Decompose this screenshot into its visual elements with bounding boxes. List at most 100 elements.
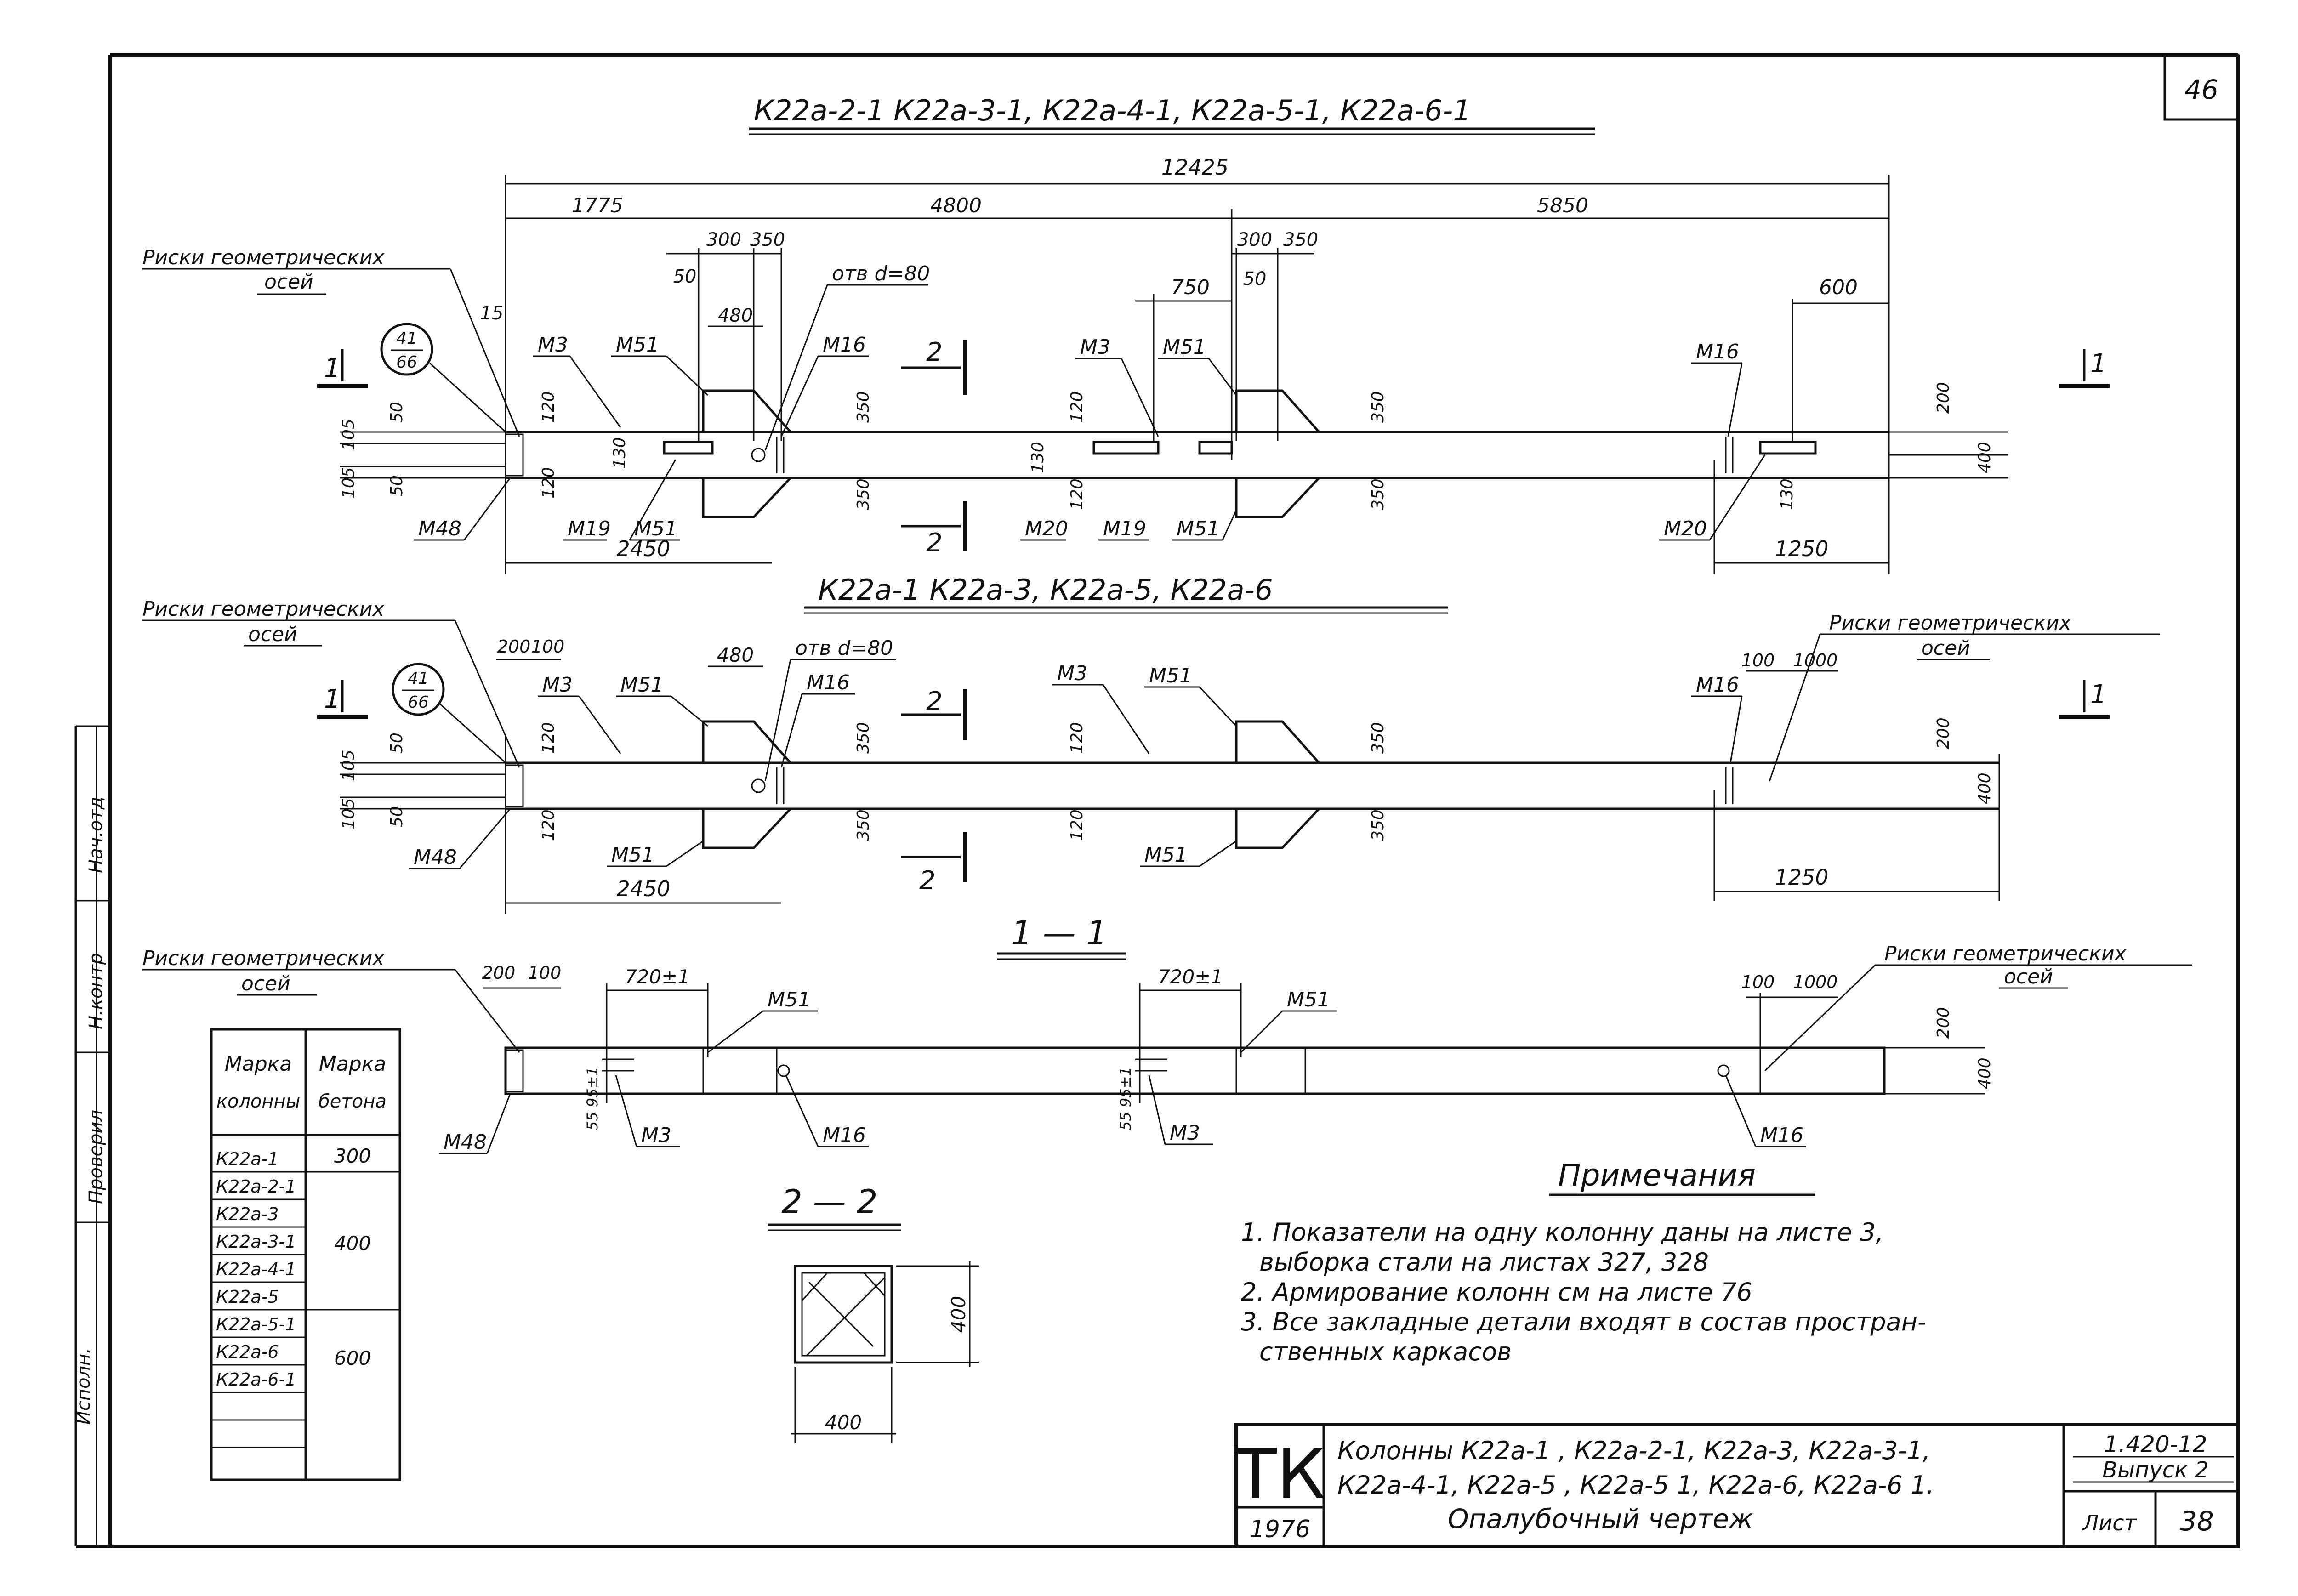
section-2-2-body bbox=[791, 1261, 979, 1443]
side-label-4: Исполн. bbox=[73, 1348, 94, 1425]
top-label-m20-1: М20 bbox=[1025, 517, 1068, 540]
mid-ref-num: 41 bbox=[408, 669, 429, 688]
s11-label-m3-2: М3 bbox=[1170, 1121, 1200, 1145]
table-row: К22а-6 bbox=[216, 1342, 279, 1362]
mid-dim-1250: 1250 bbox=[1775, 865, 1828, 890]
top-label-m48: М48 bbox=[418, 517, 461, 540]
note-line: выборка стали на листах 327, 328 bbox=[1259, 1248, 1709, 1277]
mid-dim-1000: 1000 bbox=[1793, 650, 1838, 670]
s11-label-m51-1: М51 bbox=[768, 988, 811, 1011]
top-label-m19-1: М19 bbox=[568, 517, 611, 540]
s11-label-m16-2: М16 bbox=[1760, 1124, 1803, 1147]
top-label-m51-2: М51 bbox=[1163, 335, 1206, 359]
svg-text:50: 50 bbox=[387, 733, 406, 754]
svg-text:120: 120 bbox=[539, 809, 558, 841]
svg-text:350: 350 bbox=[1369, 391, 1388, 423]
top-ref-den: 66 bbox=[396, 353, 417, 372]
top-label-m16-1: М16 bbox=[823, 333, 866, 357]
s11-axes-note-2: осей bbox=[241, 972, 290, 995]
top-dim-overall: 12425 bbox=[1161, 155, 1229, 180]
svg-text:350: 350 bbox=[854, 391, 873, 423]
doc-title-line3: Опалубочный чертеж bbox=[1448, 1503, 1753, 1534]
s11-dim-100b: 100 bbox=[1741, 972, 1775, 992]
mid-cut-right: 1 bbox=[2090, 680, 2107, 710]
left-side-stamp bbox=[74, 725, 110, 1546]
svg-text:350: 350 bbox=[1369, 722, 1388, 754]
mid-dim-480: 480 bbox=[717, 644, 754, 666]
mid-label-m51-4: М51 bbox=[1144, 843, 1188, 867]
top-column-body bbox=[340, 389, 2008, 518]
svg-text:130: 130 bbox=[610, 437, 629, 469]
table-row: К22а-3 bbox=[216, 1204, 279, 1224]
top-label-m51-1: М51 bbox=[616, 333, 659, 357]
list-label: Лист bbox=[2082, 1511, 2137, 1535]
table-row: К22а-3-1 bbox=[216, 1232, 296, 1252]
notes-title: Примечания bbox=[1558, 1158, 1756, 1193]
section-2-2-title: 2 — 2 bbox=[781, 1182, 877, 1221]
mid-axes-note-right-2: осей bbox=[1921, 636, 1970, 660]
s11-dim-100: 100 bbox=[528, 963, 562, 983]
s11-dim-5595b: 55 95±1 bbox=[1117, 1067, 1134, 1130]
table-grade-300: 300 bbox=[334, 1145, 371, 1167]
side-label-1: Нач.отд bbox=[85, 797, 107, 873]
top-dim-300a: 300 bbox=[706, 229, 741, 250]
mid-ref-den: 66 bbox=[408, 693, 429, 712]
note-line: 2. Армирование колонн см на листе 76 bbox=[1241, 1278, 1752, 1306]
top-label-m51-3: М51 bbox=[634, 517, 677, 540]
mid-dim-100b: 100 bbox=[1741, 650, 1775, 670]
top-ref-num: 41 bbox=[396, 329, 417, 348]
sheet-frame bbox=[76, 53, 2240, 1548]
s11-axes-note-right-2: осей bbox=[2004, 965, 2053, 988]
side-label-2: Н.контр bbox=[85, 953, 107, 1029]
svg-text:105: 105 bbox=[339, 467, 358, 499]
top-label-m20-2: М20 bbox=[1664, 517, 1707, 540]
side-label-3: Проверил bbox=[85, 1110, 107, 1204]
s11-axes-note-1: Риски геометрических bbox=[142, 947, 385, 970]
s11-dim-200: 200 bbox=[482, 963, 516, 983]
title-block bbox=[1234, 1423, 2240, 1548]
top-dim-seg2: 4800 bbox=[930, 194, 982, 217]
mid-label-m16-2: М16 bbox=[1696, 673, 1739, 697]
s11-dim-400v: 400 bbox=[1975, 1057, 1994, 1089]
top-vertical-dims: 105 105 50 50 120 120 130 350 350 120 12… bbox=[339, 382, 1994, 510]
section-1-1-body bbox=[483, 983, 1985, 1103]
table-row: К22а-4-1 bbox=[216, 1259, 296, 1279]
s11-dim-1000: 1000 bbox=[1793, 972, 1838, 992]
svg-text:120: 120 bbox=[1068, 809, 1086, 841]
svg-text:200: 200 bbox=[1934, 717, 1953, 749]
concrete-table bbox=[210, 1028, 401, 1481]
svg-text:400: 400 bbox=[1975, 442, 1994, 473]
svg-text:50: 50 bbox=[387, 402, 406, 423]
table-row: К22а-6-1 bbox=[216, 1369, 296, 1390]
mid-dim-200: 200 bbox=[497, 636, 531, 657]
top-ref-circle bbox=[380, 323, 433, 376]
svg-text:105: 105 bbox=[339, 798, 358, 829]
table-grade-600: 600 bbox=[334, 1347, 371, 1369]
svg-text:120: 120 bbox=[1068, 722, 1086, 754]
note-line: ственных каркасов bbox=[1259, 1337, 1512, 1366]
svg-text:200: 200 bbox=[1934, 382, 1953, 414]
s22-dim-w: 400 bbox=[825, 1411, 862, 1434]
top-dim-480: 480 bbox=[718, 305, 753, 326]
top-dim-350b: 350 bbox=[1283, 229, 1318, 250]
top-dim-50a: 50 bbox=[673, 266, 697, 287]
top-cut-right: 1 bbox=[2090, 349, 2107, 379]
top-dim-15: 15 bbox=[480, 303, 504, 324]
mid-label-m3-2: М3 bbox=[1057, 662, 1087, 685]
mid-column-body bbox=[340, 659, 2000, 914]
top-cut-left: 1 bbox=[324, 353, 341, 383]
svg-text:120: 120 bbox=[1068, 478, 1086, 510]
table-header-col1-2: колонны bbox=[216, 1091, 301, 1112]
s11-dim-200v: 200 bbox=[1934, 1007, 1953, 1039]
svg-text:120: 120 bbox=[539, 722, 558, 754]
note-line: 3. Все закладные детали входят в состав … bbox=[1241, 1307, 1927, 1336]
top-hole-label: отв d=80 bbox=[832, 262, 930, 285]
doc-title-line1: Колонны К22а-1 , К22а-2-1, К22а-3, К22а-… bbox=[1337, 1436, 1930, 1465]
svg-text:50: 50 bbox=[387, 806, 406, 827]
top-label-m3-1: М3 bbox=[538, 333, 568, 357]
doc-title-line2: К22а-4-1, К22а-5 , К22а-5 1, К22а-6, К22… bbox=[1337, 1471, 1934, 1499]
top-dim-1250: 1250 bbox=[1775, 536, 1828, 561]
mid-view-title: К22а-1 К22а-3, К22а-5, К22а-6 bbox=[818, 573, 1273, 607]
table-header-col1-1: Марка bbox=[225, 1052, 292, 1076]
